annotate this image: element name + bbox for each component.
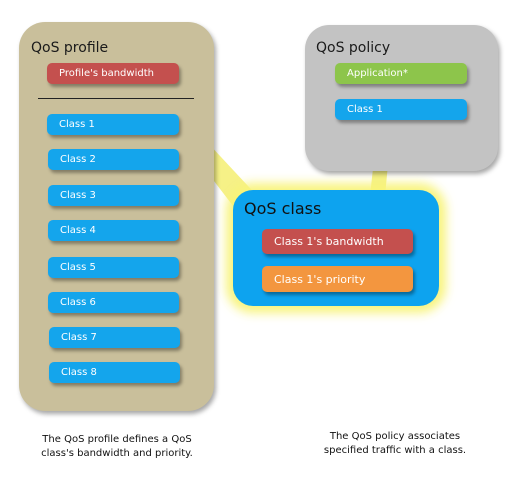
qos-policy-title: QoS policy <box>316 40 391 56</box>
profile-class-7: Class 7 <box>49 327 180 348</box>
qos-class-title: QoS class <box>244 199 322 218</box>
profile-class-1: Class 1 <box>47 114 179 135</box>
policy-caption-line-1: The QoS policy associates <box>329 431 461 442</box>
qos-policy-panel <box>305 25 498 171</box>
policy-class-1: Class 1 <box>335 99 467 120</box>
policy-caption-line-2: specified traffic with a class. <box>323 445 467 456</box>
profile-class-5: Class 5 <box>48 257 179 278</box>
policy-caption: The QoS policy associates specified traf… <box>295 430 495 458</box>
profile-divider <box>38 98 194 99</box>
profile-class-3: Class 3 <box>48 185 179 206</box>
profile-class-2: Class 2 <box>48 149 179 170</box>
qos-profile-title: QoS profile <box>31 40 109 56</box>
class-bandwidth-pill: Class 1's bandwidth <box>262 229 413 254</box>
profile-class-6: Class 6 <box>48 292 179 313</box>
profile-caption-line-2: class's bandwidth and priority. <box>41 448 193 459</box>
profile-class-8: Class 8 <box>49 362 180 383</box>
class-priority-pill: Class 1's priority <box>262 266 413 292</box>
profile-caption: The QoS profile defines a QoS class's ba… <box>17 433 217 461</box>
profile-class-4: Class 4 <box>48 220 179 241</box>
profile-caption-line-1: The QoS profile defines a QoS <box>42 434 192 445</box>
profile-bandwidth-pill: Profile's bandwidth <box>47 63 179 84</box>
policy-application-pill: Application* <box>335 63 467 84</box>
